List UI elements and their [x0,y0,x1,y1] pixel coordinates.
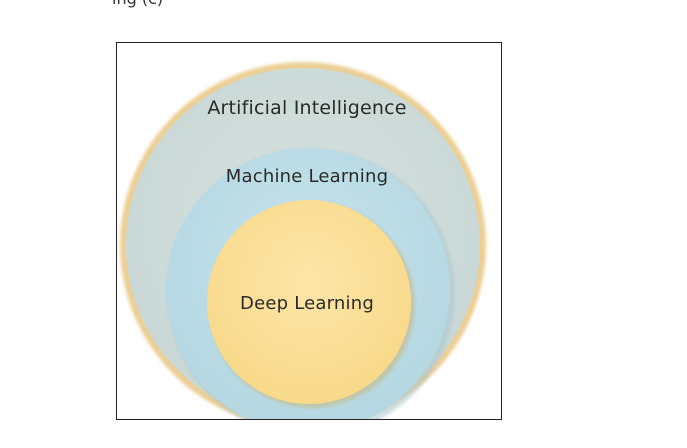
ml-label: Machine Learning [225,166,389,187]
dl-label: Deep Learning [240,293,374,314]
top-caption: ing (c) [112,0,163,8]
ai-label: Artificial Intelligence [207,97,407,119]
diagram-frame: Artificial Intelligence Machine Learning… [116,42,502,420]
dl-circle [207,200,411,404]
nested-circles-diagram [120,62,486,419]
